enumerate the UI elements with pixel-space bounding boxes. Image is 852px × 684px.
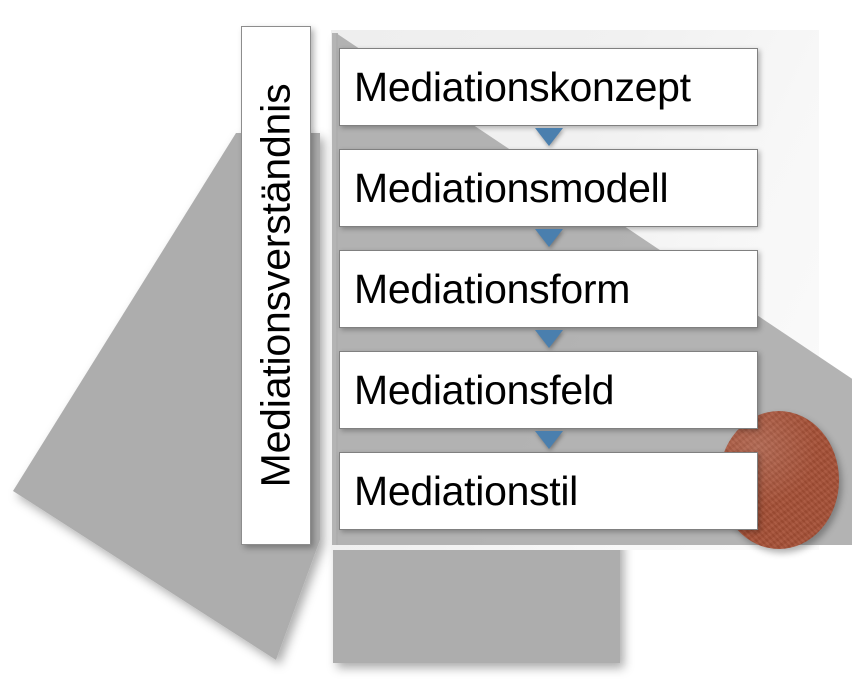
step-box-mediationsfeld[interactable]: Mediationsfeld [339,351,758,449]
chevron-down-icon [534,128,563,146]
step-label: Mediationstil [354,467,578,514]
step-box-mediationsform[interactable]: Mediationsform [339,250,758,348]
chevron-down-icon [534,229,563,247]
step-label: Mediationsfeld [354,366,615,413]
step-box-mediationsmodell[interactable]: Mediationsmodell [339,149,758,247]
step-box-mediationstil[interactable]: Mediationstil [339,452,758,530]
chevron-down-icon [534,330,563,348]
chevron-down-icon [534,431,563,449]
step-list: Mediationskonzept Mediationsmodell Media… [339,48,758,530]
vertical-label-text: Mediationsverständnis [252,83,299,488]
step-label: Mediationskonzept [354,63,691,110]
step-label: Mediationsmodell [354,164,669,211]
step-box-mediationskonzept[interactable]: Mediationskonzept [339,48,758,146]
step-label: Mediationsform [354,265,631,312]
vertical-category-label: Mediationsverständnis [241,26,311,545]
